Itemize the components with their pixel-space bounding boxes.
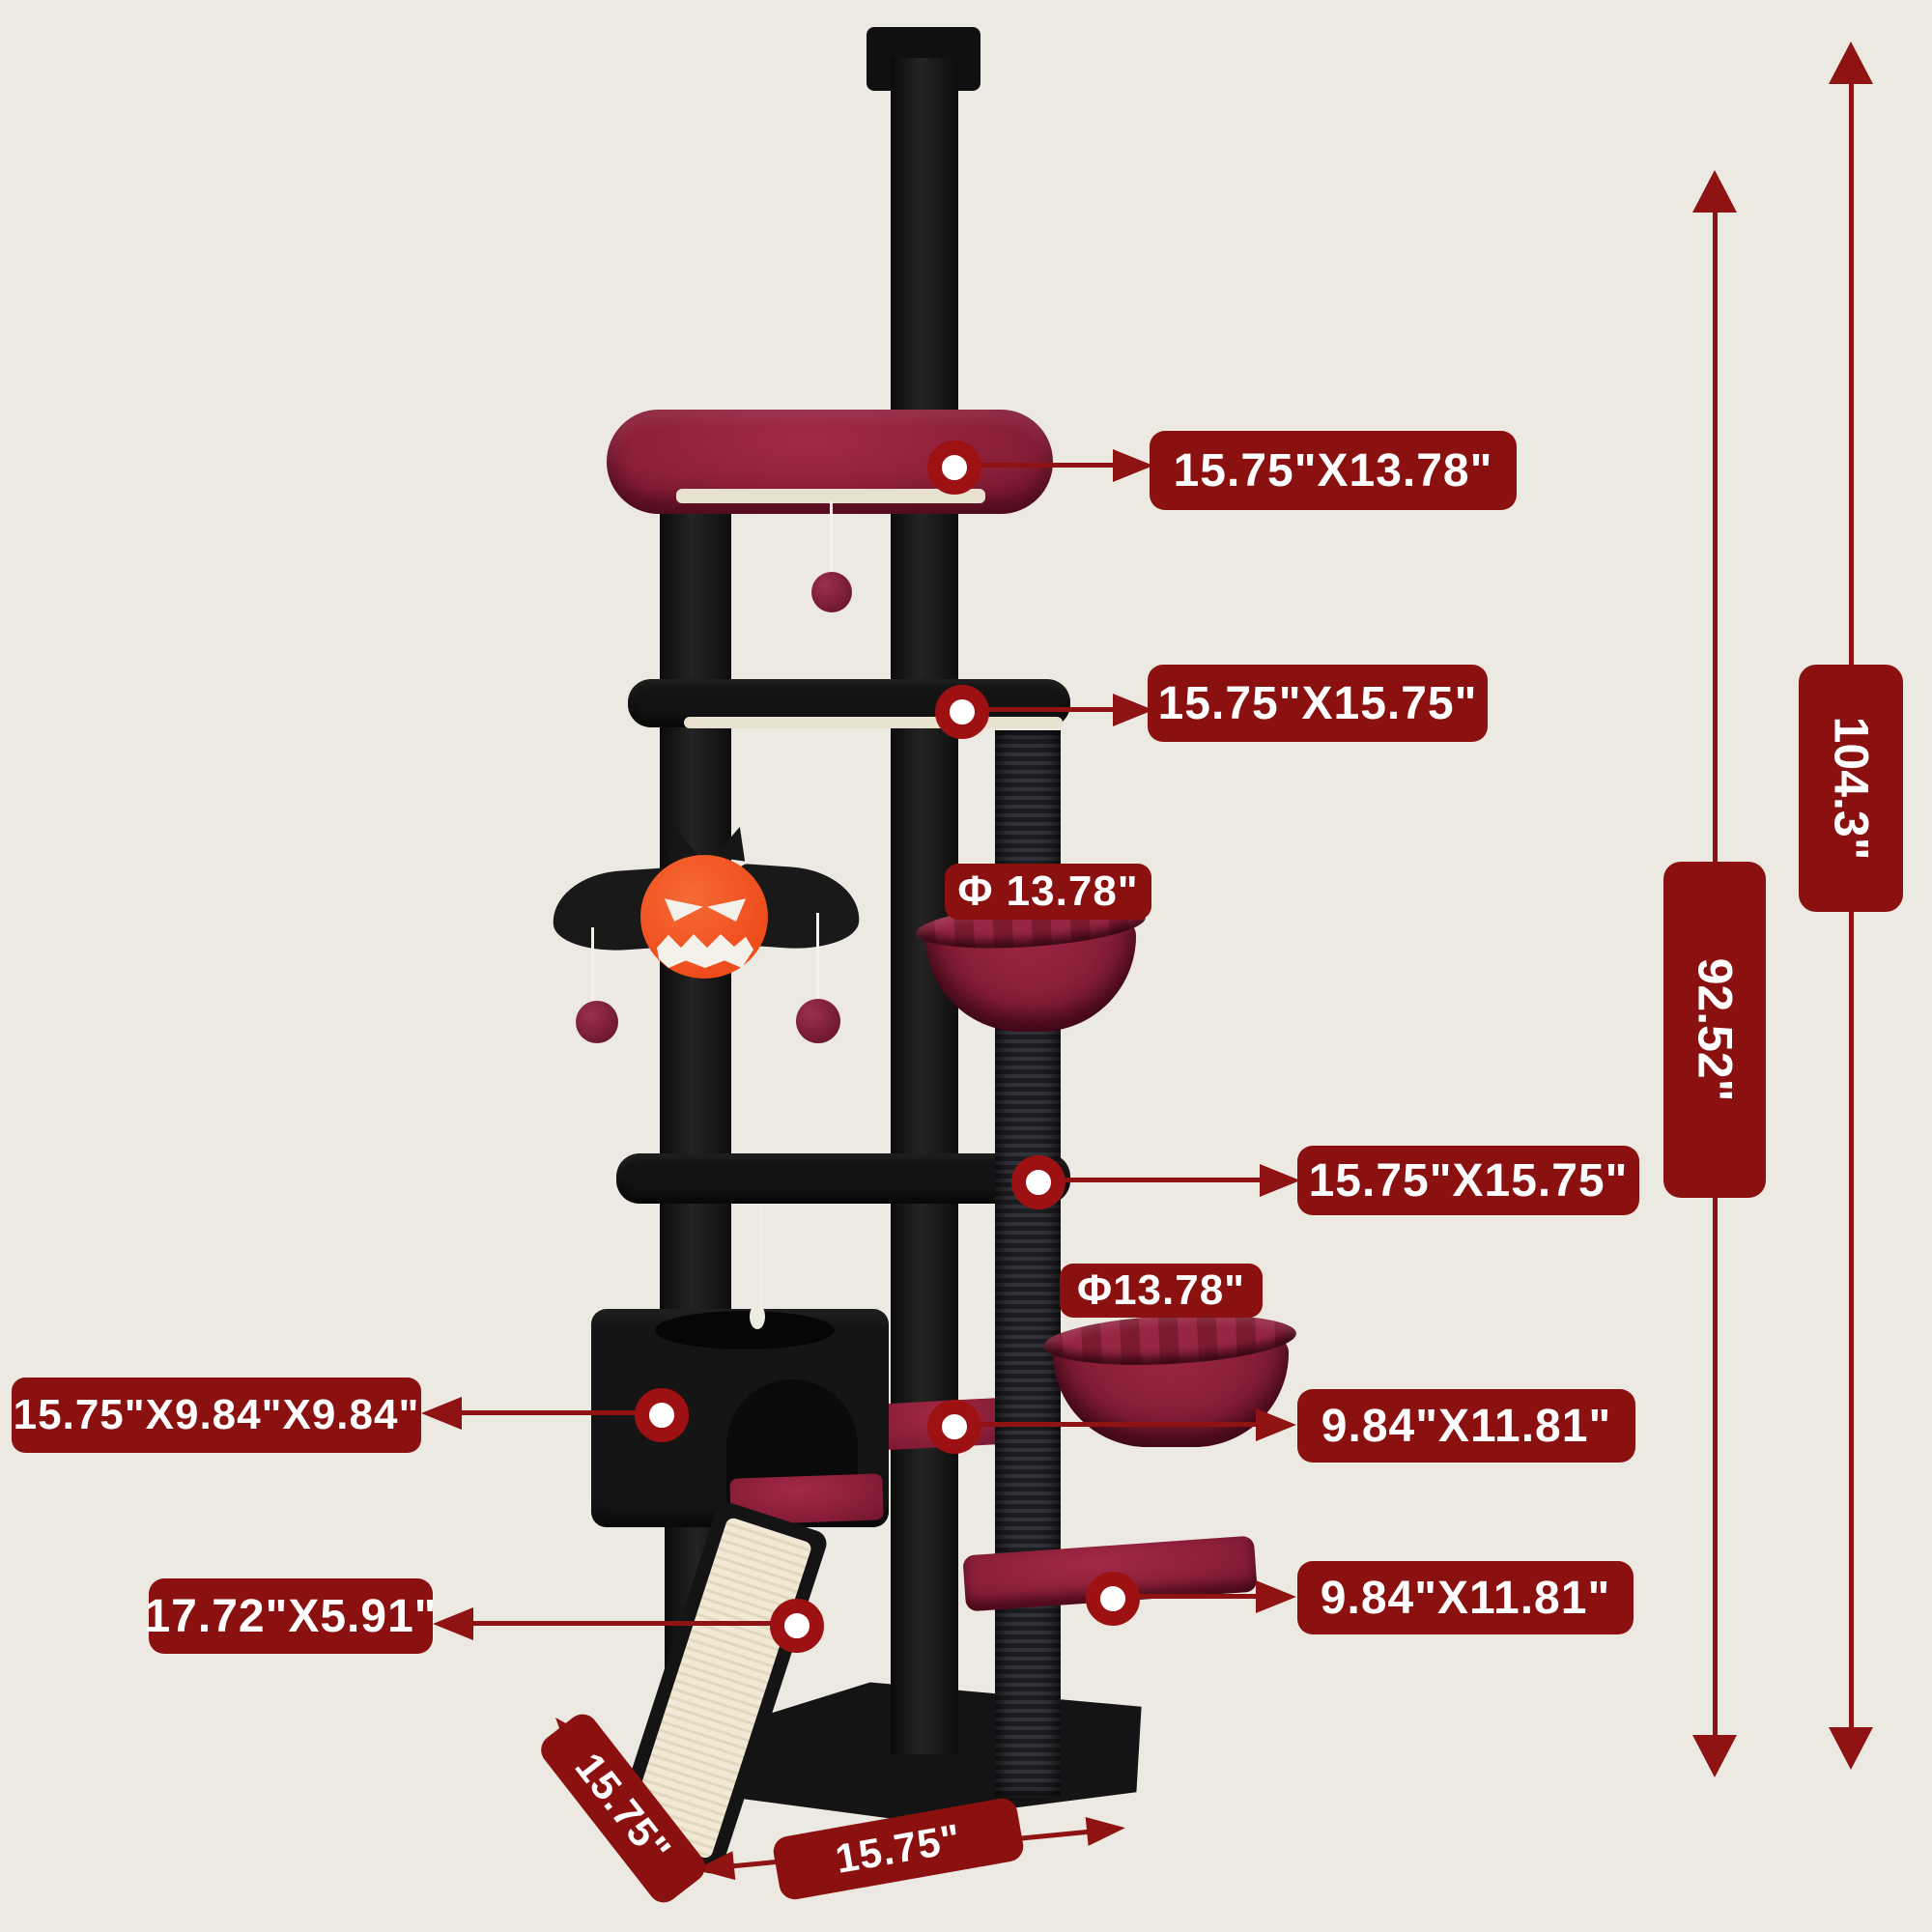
arrow-down-icon (1829, 1727, 1873, 1770)
pom-string-left (591, 927, 594, 1003)
callout-dot-scratch-ramp (770, 1599, 824, 1653)
callout-line-condo (458, 1410, 651, 1415)
callout-dot-condo (635, 1388, 689, 1442)
pom-pom-right (796, 999, 840, 1043)
callout-line-upper-shelf (980, 1422, 1258, 1427)
label-top-perch: 15.75"X13.78" (1150, 431, 1517, 510)
arrow-left-icon (433, 1607, 473, 1640)
label-scratch-ramp: 17.72"X5.91" (144, 1578, 437, 1654)
callout-line-top-perch (980, 463, 1115, 468)
label-top-hammock-diameter: Φ 13.78" (945, 864, 1151, 920)
arrow-up-icon (1692, 170, 1737, 213)
arrow-down-icon (1692, 1735, 1737, 1777)
middle-platform (616, 1153, 1070, 1204)
arrow-right-icon (1260, 1164, 1300, 1197)
label-lower-hammock-diameter: Φ13.78" (1060, 1264, 1263, 1318)
label-floor-to-frame-height: 92.52" (1663, 862, 1766, 1198)
callout-dot-top-perch (927, 440, 981, 495)
callout-dot-upper-platform (935, 685, 989, 739)
callout-line-scratch-ramp (469, 1621, 773, 1626)
toy-string (830, 500, 833, 574)
label-upper-shelf: 9.84"X11.81" (1297, 1389, 1635, 1463)
arrow-up-icon (1829, 42, 1873, 84)
hanging-cord (759, 1208, 762, 1312)
callout-dot-upper-shelf (927, 1400, 981, 1454)
label-upper-platform: 15.75"X15.75" (1148, 665, 1488, 742)
arrow-right-icon (1085, 1813, 1127, 1846)
arrow-right-icon (1113, 449, 1153, 482)
condo-top-hole (655, 1311, 835, 1350)
arrow-left-icon (421, 1397, 462, 1430)
callout-line-upper-platform (987, 707, 1115, 712)
arrow-right-icon (1256, 1580, 1296, 1613)
upper-platform-board-edge (684, 717, 1063, 728)
label-overall-height: 104.3" (1799, 665, 1903, 912)
callout-dot-middle-platform (1011, 1155, 1065, 1209)
label-condo: 15.75"X9.84"X9.84" (12, 1378, 421, 1453)
arrow-right-icon (1113, 694, 1153, 726)
callout-line-lower-shelf (1138, 1594, 1258, 1599)
callout-line-middle-platform (1064, 1178, 1262, 1182)
pom-string-right (816, 913, 819, 1002)
pom-pom-left (576, 1001, 618, 1043)
label-lower-shelf: 9.84"X11.81" (1297, 1561, 1634, 1634)
label-middle-platform: 15.75"X15.75" (1297, 1146, 1639, 1215)
arrow-right-icon (1256, 1408, 1296, 1441)
cord-toy (750, 1304, 765, 1329)
top-perch-board-edge (676, 489, 985, 503)
toy-ball (811, 572, 852, 612)
callout-dot-lower-shelf (1086, 1572, 1140, 1626)
